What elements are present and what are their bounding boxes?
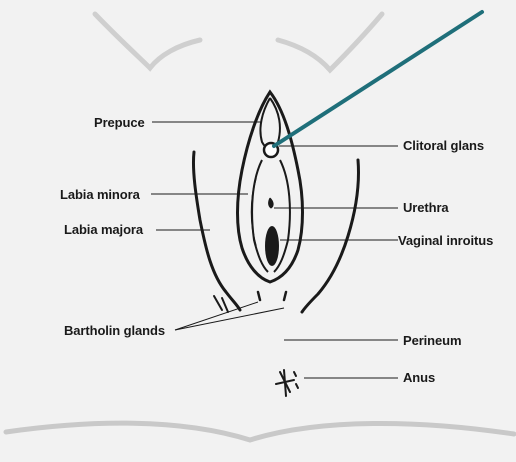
upper-thigh-curve: [95, 14, 200, 68]
label-clitoral-glans: Clitoral glans: [403, 138, 484, 153]
upper-thigh-curve-right: [278, 14, 382, 70]
labia-majora-right-outline: [302, 160, 359, 312]
labia-majora-left-outline: [193, 152, 240, 310]
probe-line: [274, 12, 482, 146]
urethra-shape: [269, 198, 274, 208]
bartholin-gland-left: [258, 292, 260, 300]
label-anus: Anus: [403, 370, 435, 385]
vaginal-opening-shape: [265, 226, 279, 266]
inner-fold-left: [252, 160, 268, 272]
label-prepuce: Prepuce: [94, 115, 145, 130]
label-urethra: Urethra: [403, 200, 449, 215]
bartholin-gland-right: [284, 292, 286, 300]
label-labia-minora: Labia minora: [60, 187, 140, 202]
label-vaginal-introitus: Vaginal inroitus: [398, 233, 493, 248]
lower-buttock-curve: [6, 423, 514, 440]
label-bartholin-glands: Bartholin glands: [64, 323, 165, 338]
label-perineum: Perineum: [403, 333, 461, 348]
labia-majora-left-tail: [214, 296, 228, 312]
anus-shape: [276, 370, 298, 396]
label-labia-majora: Labia majora: [64, 222, 143, 237]
